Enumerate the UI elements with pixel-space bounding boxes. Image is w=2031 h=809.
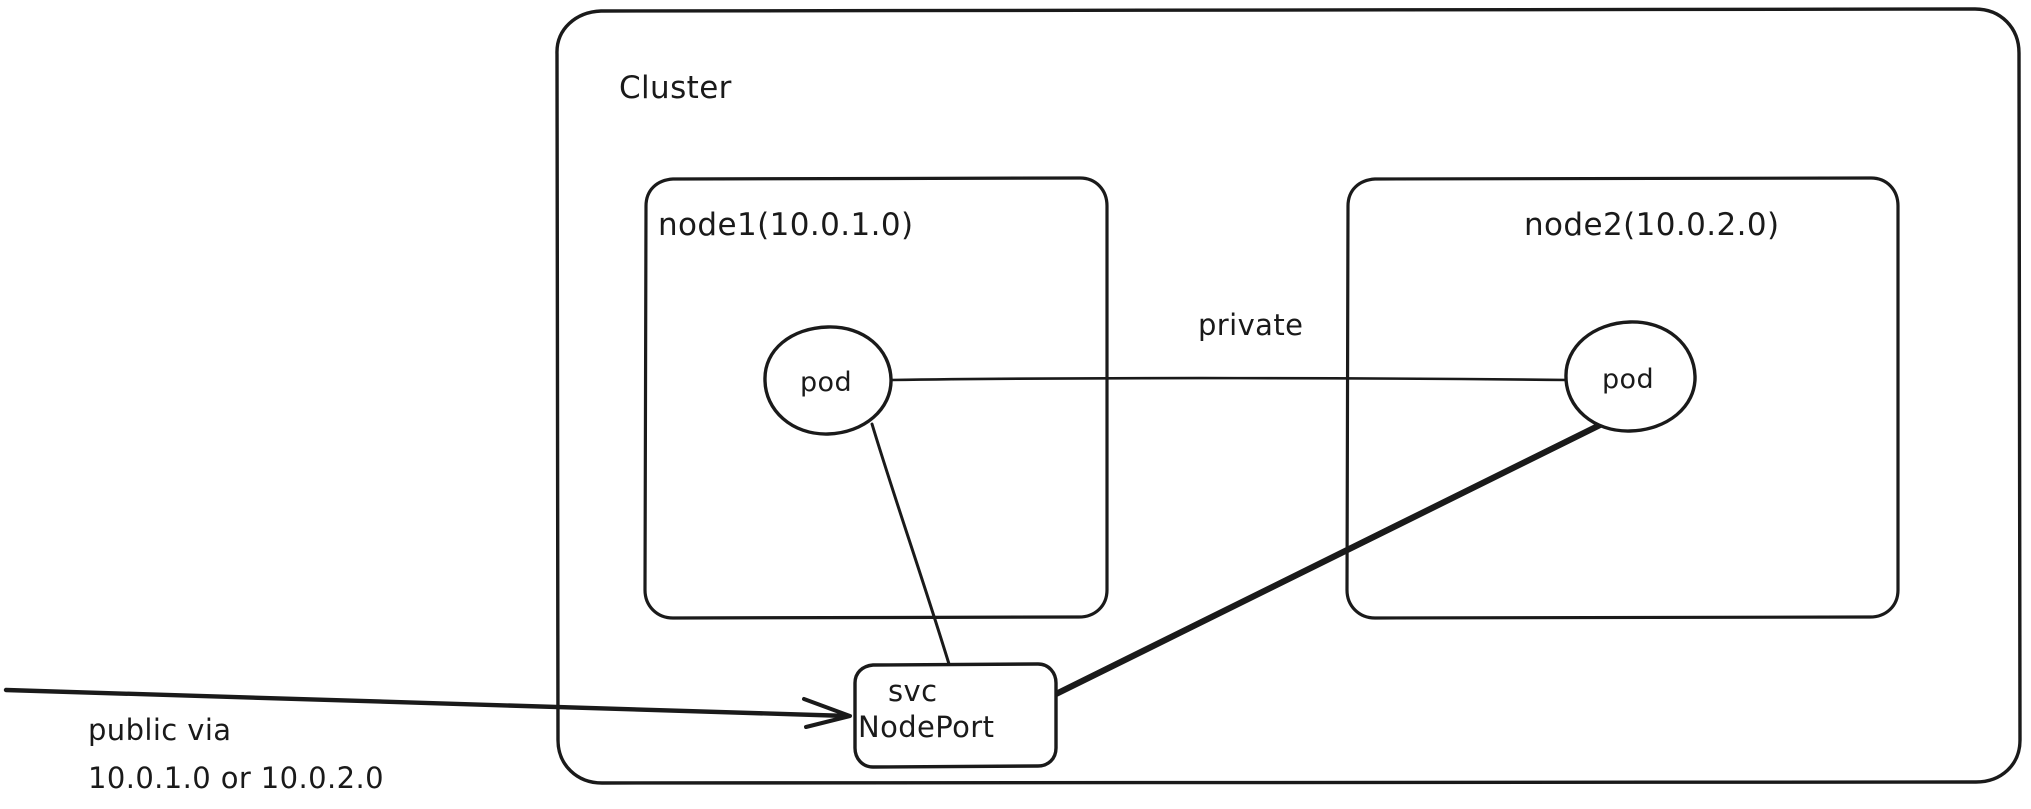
edge-private-label: private <box>1198 308 1304 342</box>
node2-box[interactable] <box>1345 176 1900 620</box>
edge-svc-to-pod2[interactable] <box>1052 421 1604 698</box>
pod-node1-shape[interactable] <box>763 325 893 436</box>
cluster-label: Cluster <box>619 70 732 106</box>
pod-node2-label: pod <box>1602 364 1654 395</box>
service-label-line2: NodePort <box>858 710 995 744</box>
arrowhead-icon <box>802 697 852 729</box>
external-label-line1: public via <box>88 713 232 747</box>
node1-label: node1(10.0.1.0) <box>658 207 914 243</box>
service-nodeport-box[interactable] <box>853 662 1058 769</box>
cluster-box[interactable] <box>555 7 2022 785</box>
edge-pod1-to-pod2-private[interactable] <box>889 376 1572 382</box>
node1-box[interactable] <box>643 176 1109 620</box>
pod-node1-label: pod <box>800 367 852 398</box>
pod-node2-shape[interactable] <box>1564 320 1697 433</box>
service-label-line1: svc <box>888 674 938 708</box>
edge-pod1-to-svc[interactable] <box>870 422 951 666</box>
node2-label: node2(10.0.2.0) <box>1524 207 1780 243</box>
external-label-line2: 10.0.1.0 or 10.0.2.0 <box>88 761 384 795</box>
edge-external-to-svc[interactable] <box>3 687 852 729</box>
